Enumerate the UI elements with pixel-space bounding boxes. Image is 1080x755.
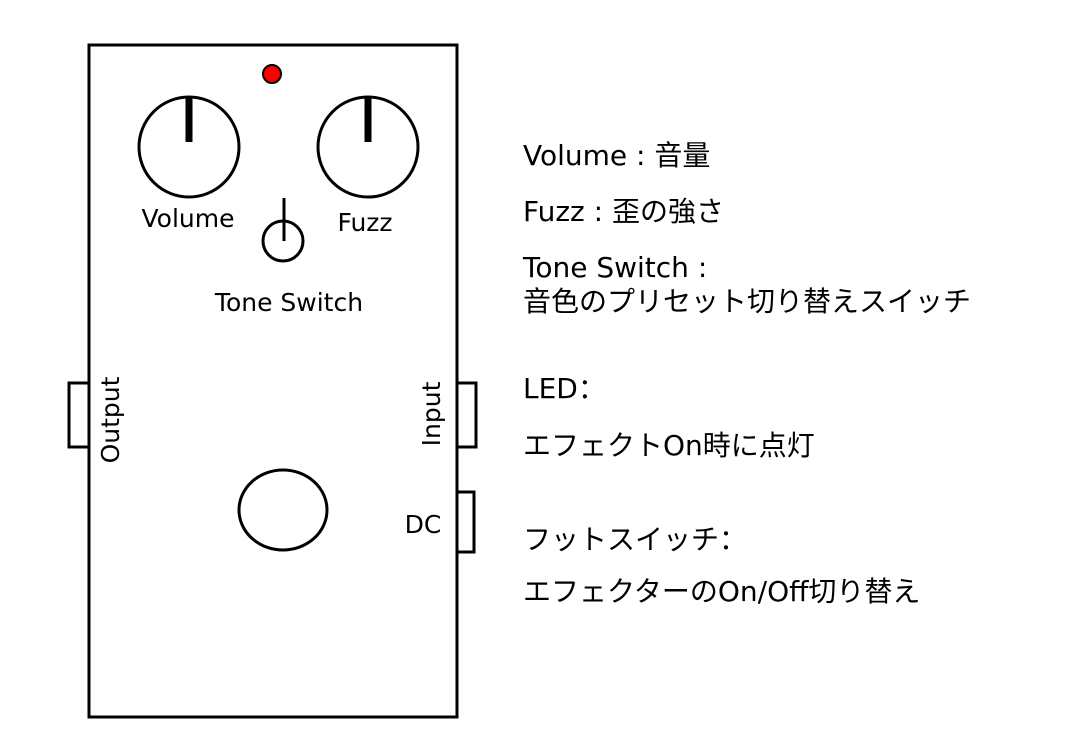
volume-knob-body [137, 95, 241, 199]
fuzz-knob[interactable] [316, 95, 420, 199]
output-jack [67, 381, 91, 449]
legend-volume: Volume : 音量 [523, 139, 711, 172]
input-label: Input [417, 381, 446, 446]
led-indicator [262, 64, 282, 84]
foot-switch[interactable] [237, 468, 329, 552]
fuzz-knob-body [316, 95, 420, 199]
tone-switch-label: Tone Switch [214, 288, 363, 317]
legend-led-desc: エフェクトOn時に点灯 [523, 429, 815, 462]
volume-label: Volume [142, 204, 235, 233]
legend-fuzz: Fuzz : 歪の強さ [523, 195, 724, 228]
legend-led-title: LED： [523, 372, 606, 405]
dc-jack [454, 490, 476, 554]
volume-knob[interactable] [137, 95, 241, 199]
legend-footswitch-title: フットスイッチ： [523, 523, 748, 556]
input-jack [454, 381, 478, 449]
legend-tone-switch-desc: 音色のプリセット切り替えスイッチ [523, 285, 972, 318]
legend-tone-switch-title: Tone Switch : [523, 251, 708, 284]
dc-label: DC [405, 510, 442, 539]
tone-switch[interactable] [261, 198, 305, 263]
legend: Volume : 音量 Fuzz : 歪の強さ Tone Switch : 音色… [523, 0, 1073, 755]
legend-footswitch-desc: エフェクターのOn/Off切り替え [523, 575, 921, 608]
pedal-diagram: Volume Fuzz Tone Switch Output Input DC [67, 43, 478, 719]
output-label: Output [96, 376, 125, 463]
fuzz-label: Fuzz [337, 208, 392, 237]
